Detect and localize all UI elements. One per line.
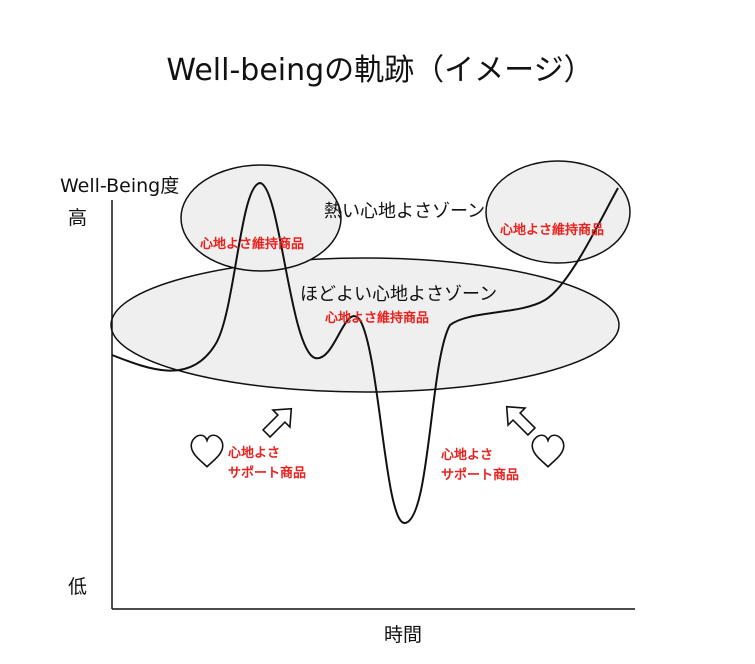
maintain-products-label-center: 心地よさ維持商品	[325, 310, 429, 326]
y-axis-low-label: 低	[68, 576, 87, 598]
x-axis-label: 時間	[384, 624, 422, 646]
support-products-label-left-line1: 心地よさ	[228, 445, 280, 461]
support-products-label-right-line1: 心地よさ	[441, 447, 493, 463]
maintain-products-label-left: 心地よさ維持商品	[200, 236, 304, 252]
maintain-products-label-right: 心地よさ維持商品	[500, 222, 604, 238]
hot-comfort-zone-right	[485, 160, 631, 264]
moderate-zone-label: ほどよい心地よさゾーン	[300, 284, 497, 305]
hot-comfort-zone-left	[180, 164, 342, 272]
heart-outline-icon-right	[531, 434, 565, 468]
up-right-arrow-icon	[261, 407, 293, 439]
up-left-arrow-icon	[505, 405, 537, 437]
diagram-title: Well-beingの軌跡（イメージ）	[166, 53, 593, 88]
y-axis-label: Well-Being度	[60, 175, 179, 197]
support-products-label-right-line2: サポート商品	[441, 467, 519, 483]
y-axis-high-label: 高	[68, 207, 87, 229]
heart-outline-icon-left	[190, 434, 224, 468]
hot-zone-label: 熱い心地よさゾーン	[324, 201, 485, 222]
wellbeing-curve	[111, 181, 619, 525]
moderate-comfort-zone	[110, 257, 620, 393]
support-products-label-left-line2: サポート商品	[228, 465, 306, 481]
